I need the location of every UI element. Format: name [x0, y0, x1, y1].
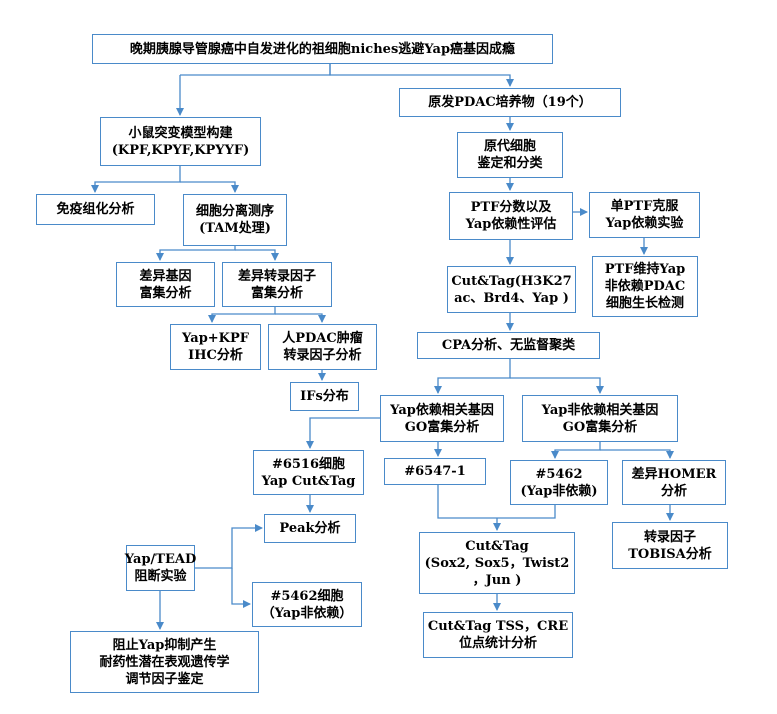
node-ptf-score: PTF分数以及 Yap依赖性评估	[449, 192, 573, 240]
node-6516: #6516细胞 Yap Cut&Tag	[253, 450, 364, 495]
node-homer: 差异HOMER 分析	[622, 460, 726, 505]
node-5462b: #5462细胞 （Yap非依赖）	[252, 582, 362, 627]
node-yap-dep-go: Yap依赖相关基因 GO富集分析	[380, 395, 504, 442]
node-immuno: 免疫组化分析	[36, 194, 155, 225]
node-cell-seq: 细胞分离测序 (TAM处理)	[183, 194, 287, 246]
node-yap-kpf: Yap+KPF IHC分析	[170, 324, 261, 370]
edge-difftf-human	[275, 313, 326, 323]
node-cuttag2: Cut&Tag (Sox2, Sox5，Twist2 ，Jun )	[419, 532, 575, 594]
edge-difftf-yapkpf	[208, 307, 276, 323]
edge-tead-5462	[231, 568, 251, 608]
node-cpa: CPA分析、无监督聚类	[417, 332, 600, 359]
node-peak: Peak分析	[264, 514, 356, 543]
node-ptf-maintain: PTF维持Yap 非依赖PDAC 细胞生长检测	[592, 256, 698, 317]
edge-cellseq-difftf	[235, 249, 279, 261]
node-human-pdac: 人PDAC肿瘤 转录因子分析	[268, 324, 377, 370]
node-primary-cells: 原代细胞 鉴定和分类	[457, 132, 563, 178]
edge-yapindep-5462	[551, 442, 601, 459]
node-diff-gene: 差异基因 富集分析	[116, 262, 215, 307]
edge-tead-peak	[195, 524, 263, 569]
edge-yapindep-homer	[600, 449, 674, 459]
node-6547: #6547-1	[384, 458, 486, 485]
node-5462a: #5462 (Yap非依赖)	[510, 460, 608, 505]
node-root: 晚期胰腺导管腺癌中自发进化的祖细胞niches逃避Yap癌基因成瘾	[92, 34, 553, 64]
node-tobisa: 转录因子 TOBISA分析	[612, 522, 728, 569]
edge-merge-cuttag2	[437, 485, 556, 530]
node-block: 阻止Yap抑制产生 耐药性潜在表观遗传学 调节因子鉴定	[70, 631, 259, 693]
edge-root-mouse	[180, 64, 331, 115]
node-single-ptf: 单PTF克服 Yap依赖实验	[589, 192, 700, 238]
node-tss: Cut&Tag TSS，CRE 位点统计分析	[423, 612, 573, 658]
node-yap-indep-go: Yap非依赖相关基因 GO富集分析	[522, 395, 678, 442]
node-diff-tf: 差异转录因子 富集分析	[222, 262, 332, 307]
node-tead: Yap/TEAD 阻断实验	[125, 545, 196, 591]
edge-mouse-immuno	[91, 166, 181, 193]
edge-cpa-yapdep	[434, 359, 511, 394]
node-mouse-model: 小鼠突变模型构建 (KPF,KPYF,KPYYF)	[100, 117, 261, 166]
edge-cpa-yapindep	[510, 377, 604, 394]
edge-yapdep-6516	[306, 417, 380, 449]
node-ifs: IFs分布	[290, 382, 359, 411]
node-cuttag1: Cut&Tag(H3K27 ac、Brd4、Yap )	[447, 266, 576, 313]
node-pdac-cultures: 原发PDAC培养物（19个）	[399, 88, 621, 117]
edge-mouse-cellseq	[180, 181, 239, 193]
edge-root-pdac	[329, 64, 514, 87]
edge-cellseq-diffgene	[156, 246, 236, 261]
